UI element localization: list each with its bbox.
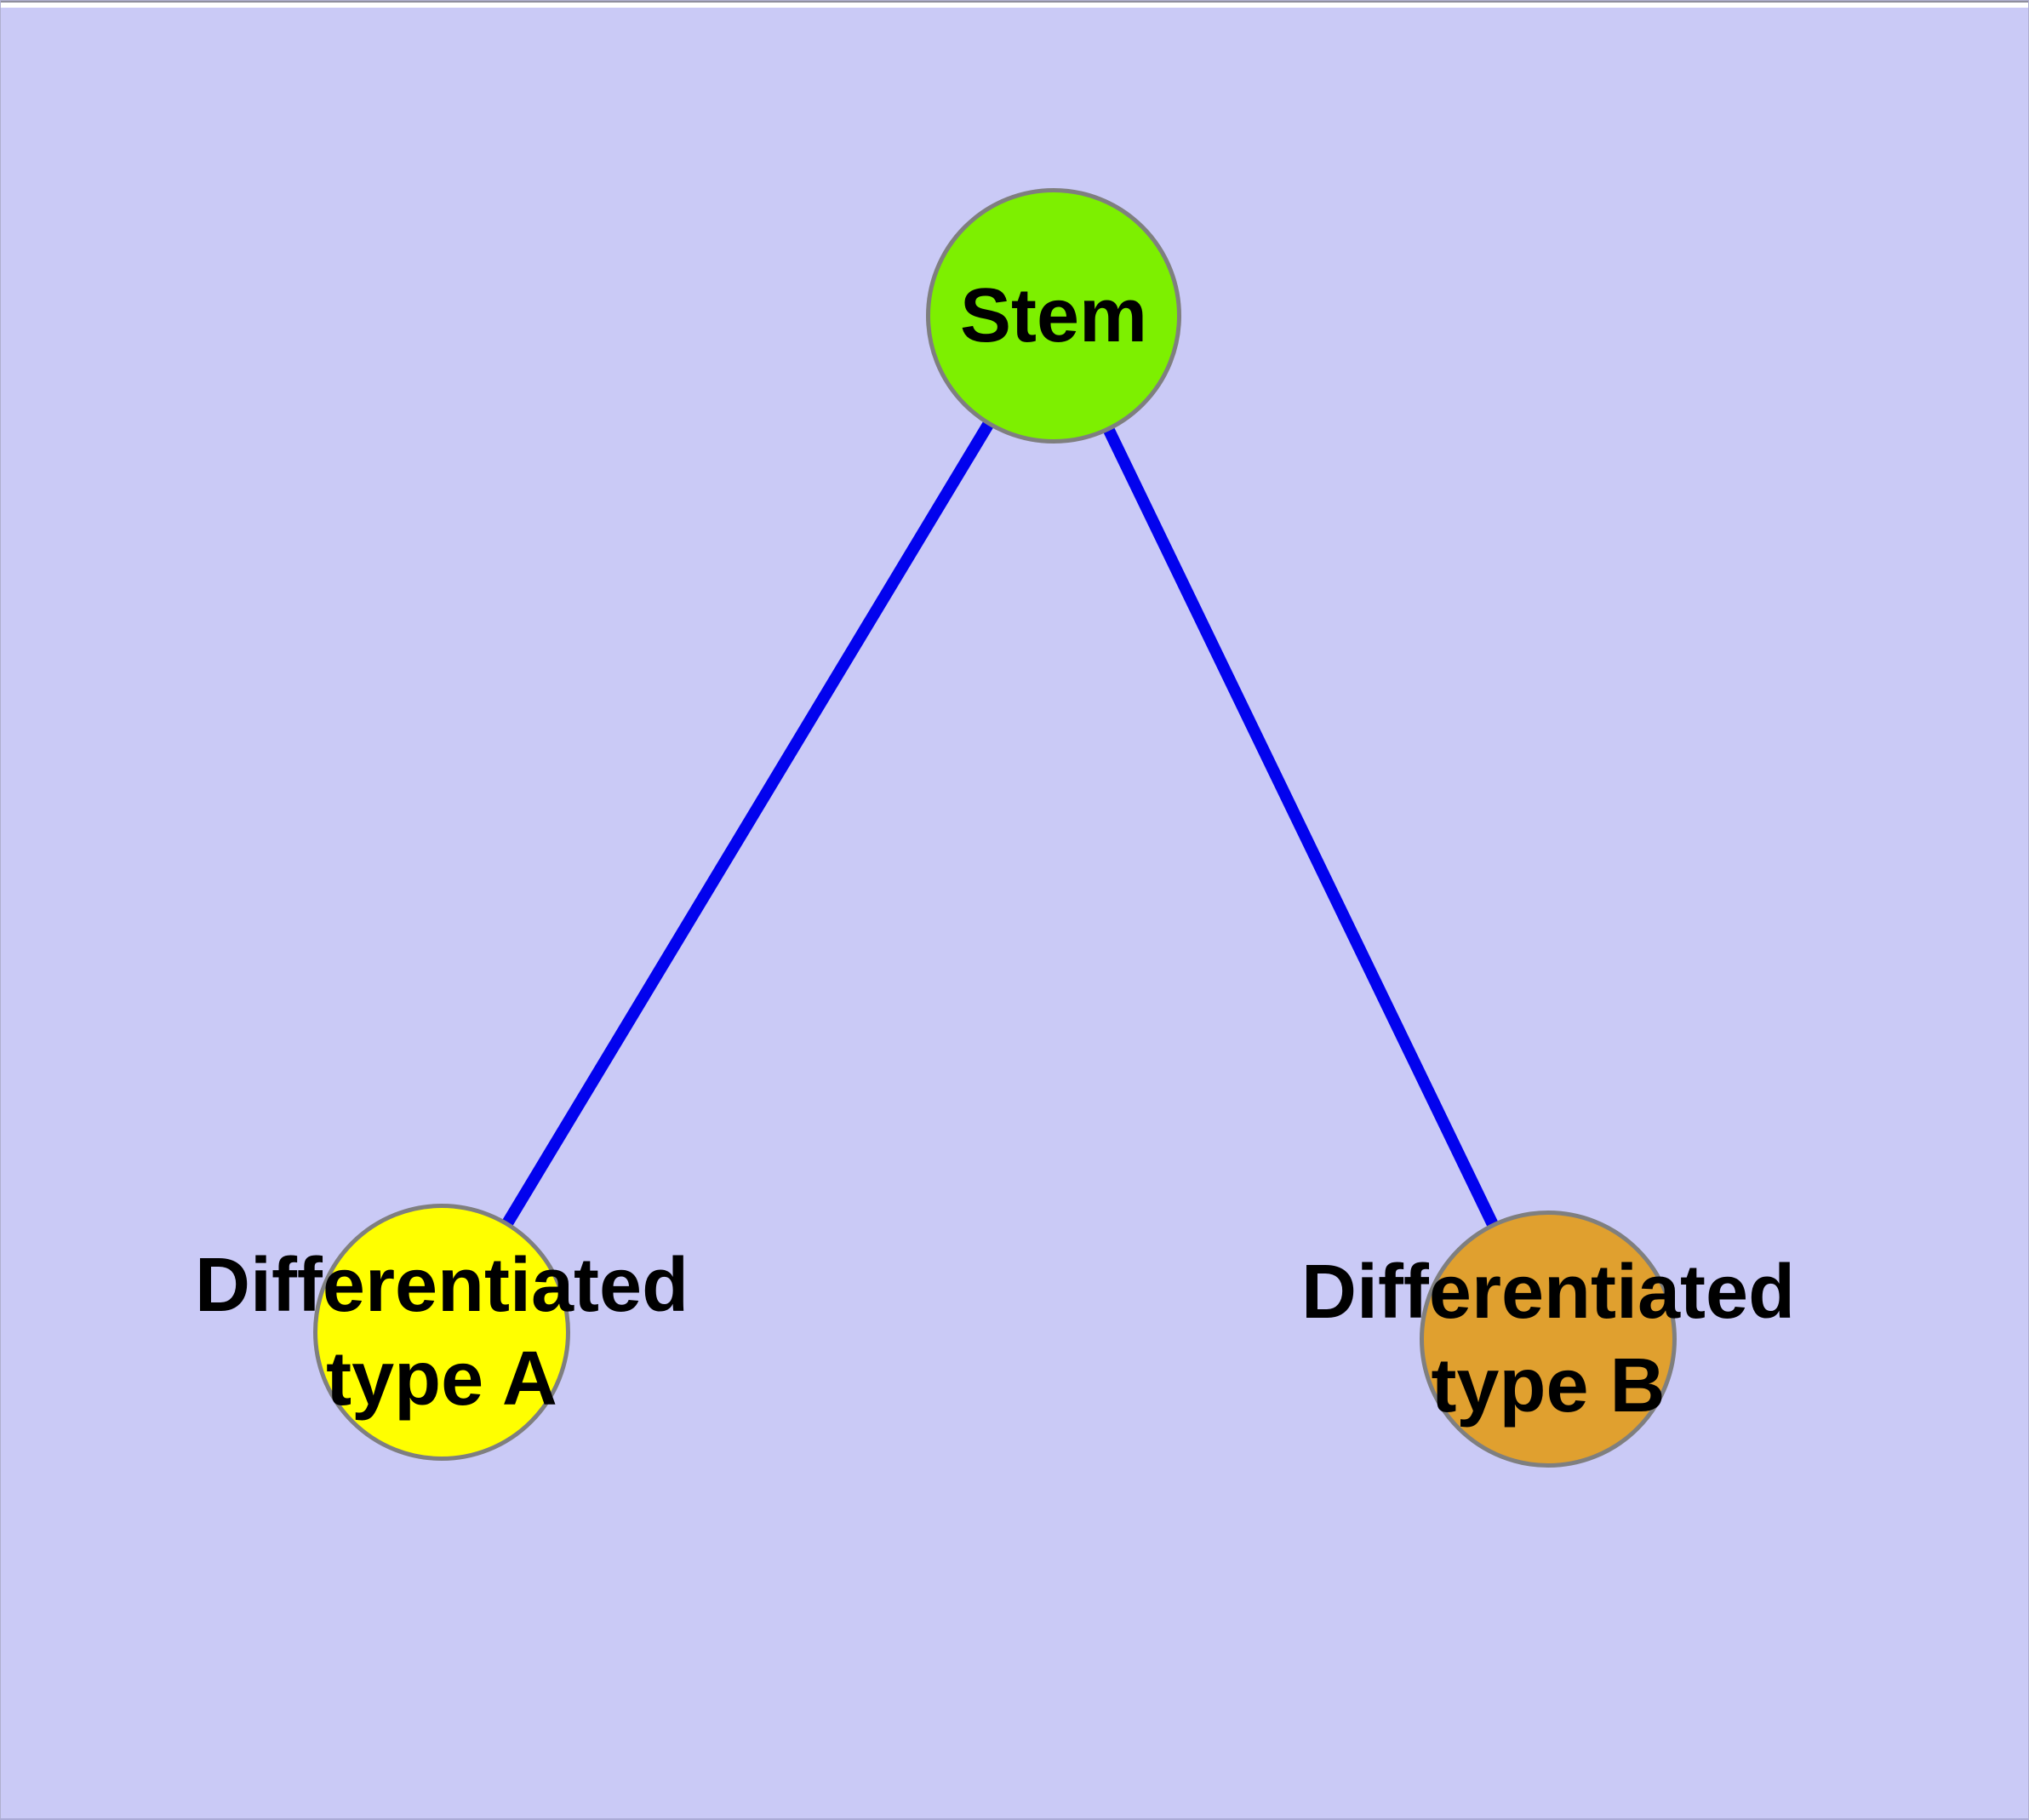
edge-stem-typeB bbox=[1048, 312, 1554, 1342]
node-label-typeB: Differentiated type B bbox=[1300, 1250, 1796, 1428]
window-top-strip bbox=[1, 1, 2028, 8]
node-label-typeA: Differentiated type A bbox=[194, 1243, 689, 1422]
node-typeB bbox=[1420, 1210, 1677, 1468]
node-label-stem: Stem bbox=[959, 273, 1148, 358]
edge-stem-typeA bbox=[437, 312, 1059, 1336]
node-typeA bbox=[313, 1204, 570, 1461]
node-stem bbox=[926, 188, 1181, 444]
